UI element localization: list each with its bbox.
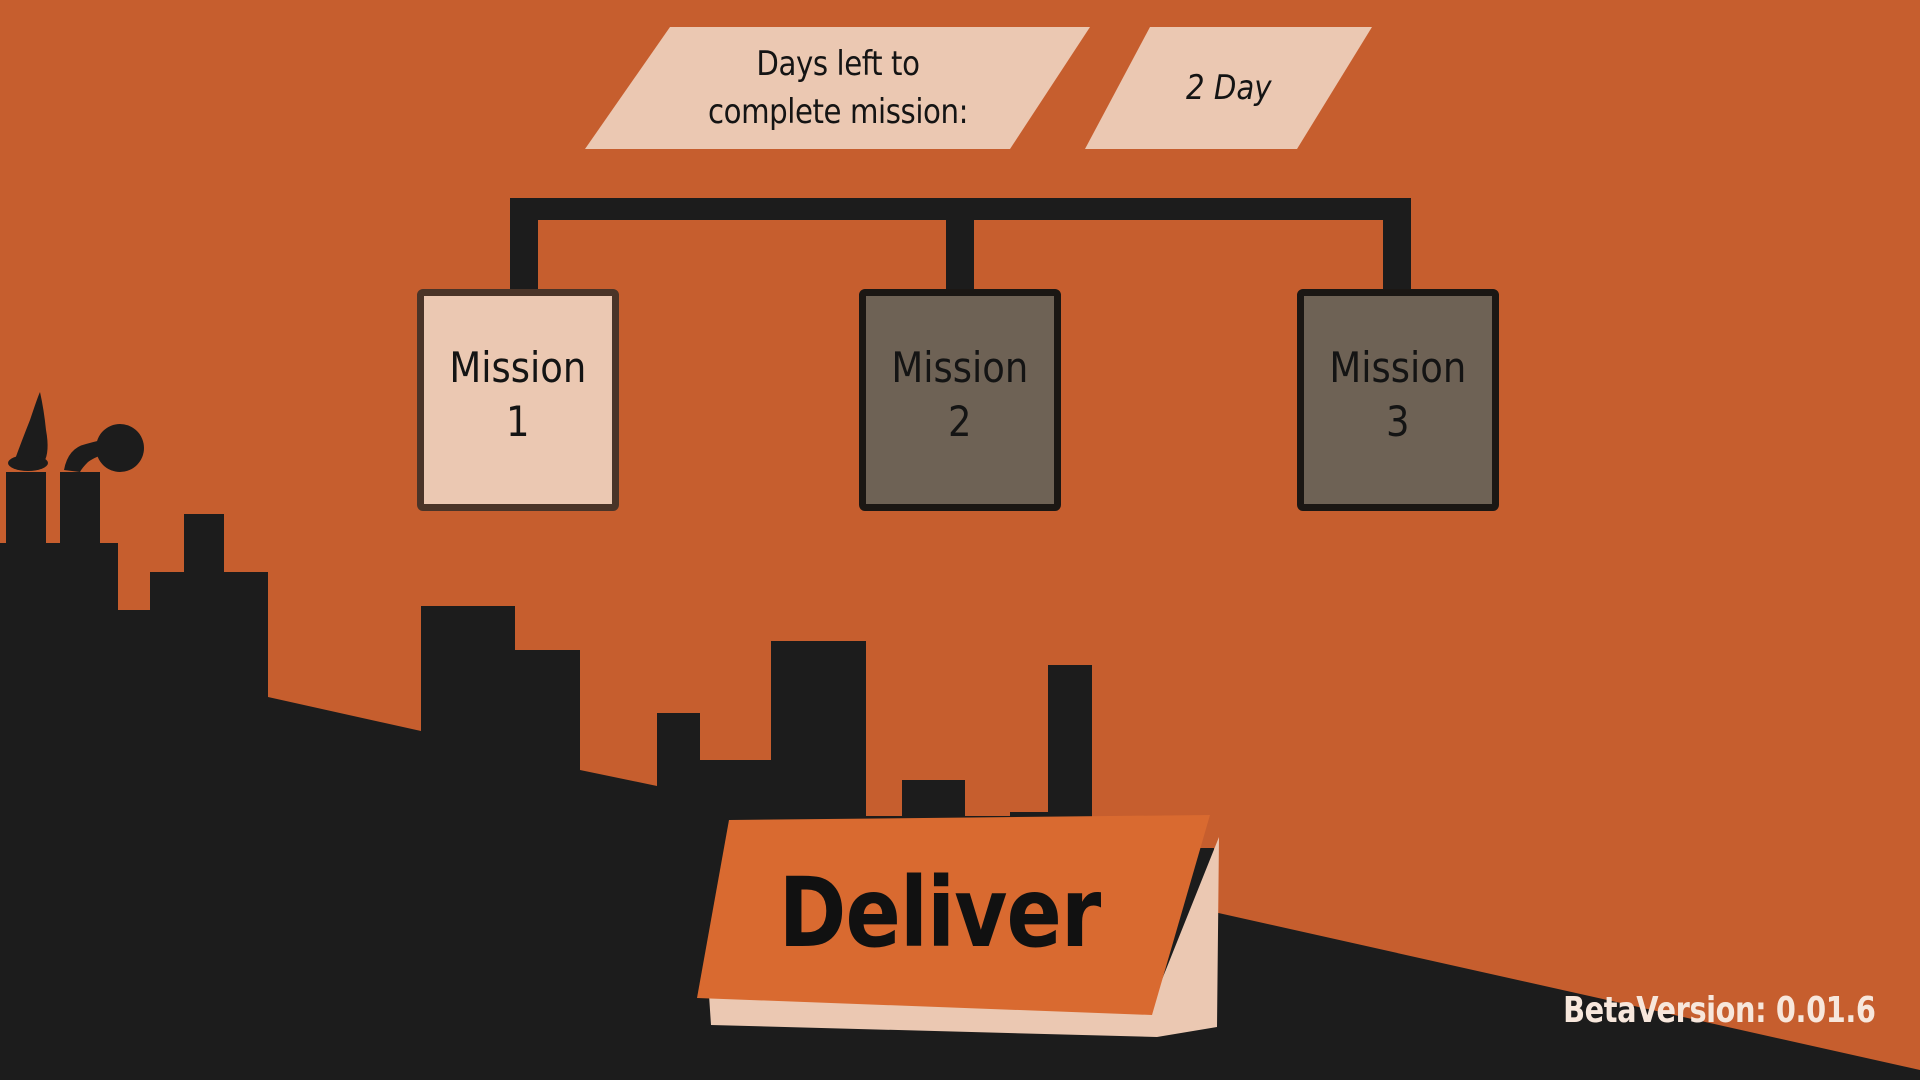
deliver-button[interactable]: Deliver: [697, 815, 1222, 1040]
factory-chimney-icon: [8, 392, 144, 472]
deliver-button-background: [697, 815, 1219, 1037]
days-left-value: 2 Day: [1185, 68, 1272, 108]
deliver-label: Deliver: [778, 857, 1102, 969]
days-count-banner: 2 Day: [1085, 27, 1372, 149]
version-label: BetaVersion: 0.01.6: [1563, 990, 1877, 1031]
banner-background: [585, 27, 1090, 149]
days-left-banner: Days left to complete mission:: [585, 27, 1090, 149]
days-left-label: Days left to complete mission:: [707, 44, 968, 132]
banner-background: [1085, 27, 1372, 149]
